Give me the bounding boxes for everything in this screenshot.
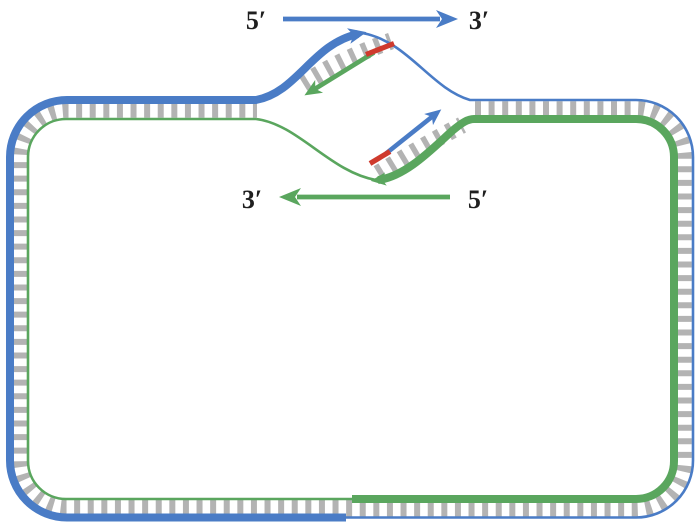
inner-strand-green-thick-segment	[352, 115, 678, 503]
label-5prime-top-left: 5′	[246, 6, 266, 35]
middle-direction-arrow-head	[279, 188, 301, 206]
middle-direction-arrow	[279, 188, 450, 206]
label-3prime-middle-left: 3′	[242, 185, 262, 214]
outer-strand-blue-thick-segment	[6, 28, 367, 522]
lagging-strand-fragment-green	[304, 50, 376, 96]
label-5prime-middle-right: 5′	[468, 185, 488, 214]
top-direction-arrow-head	[436, 10, 458, 28]
base-pair-rungs-upper-left-arm	[298, 33, 394, 91]
rna-primer-lower	[368, 149, 392, 166]
rna-primer-upper	[365, 41, 395, 57]
label-3prime-top-right: 3′	[469, 6, 489, 35]
base-pair-rungs-main-loop	[10, 101, 692, 517]
leading-strand-fragment-blue	[384, 109, 442, 156]
top-direction-arrow	[283, 10, 458, 28]
